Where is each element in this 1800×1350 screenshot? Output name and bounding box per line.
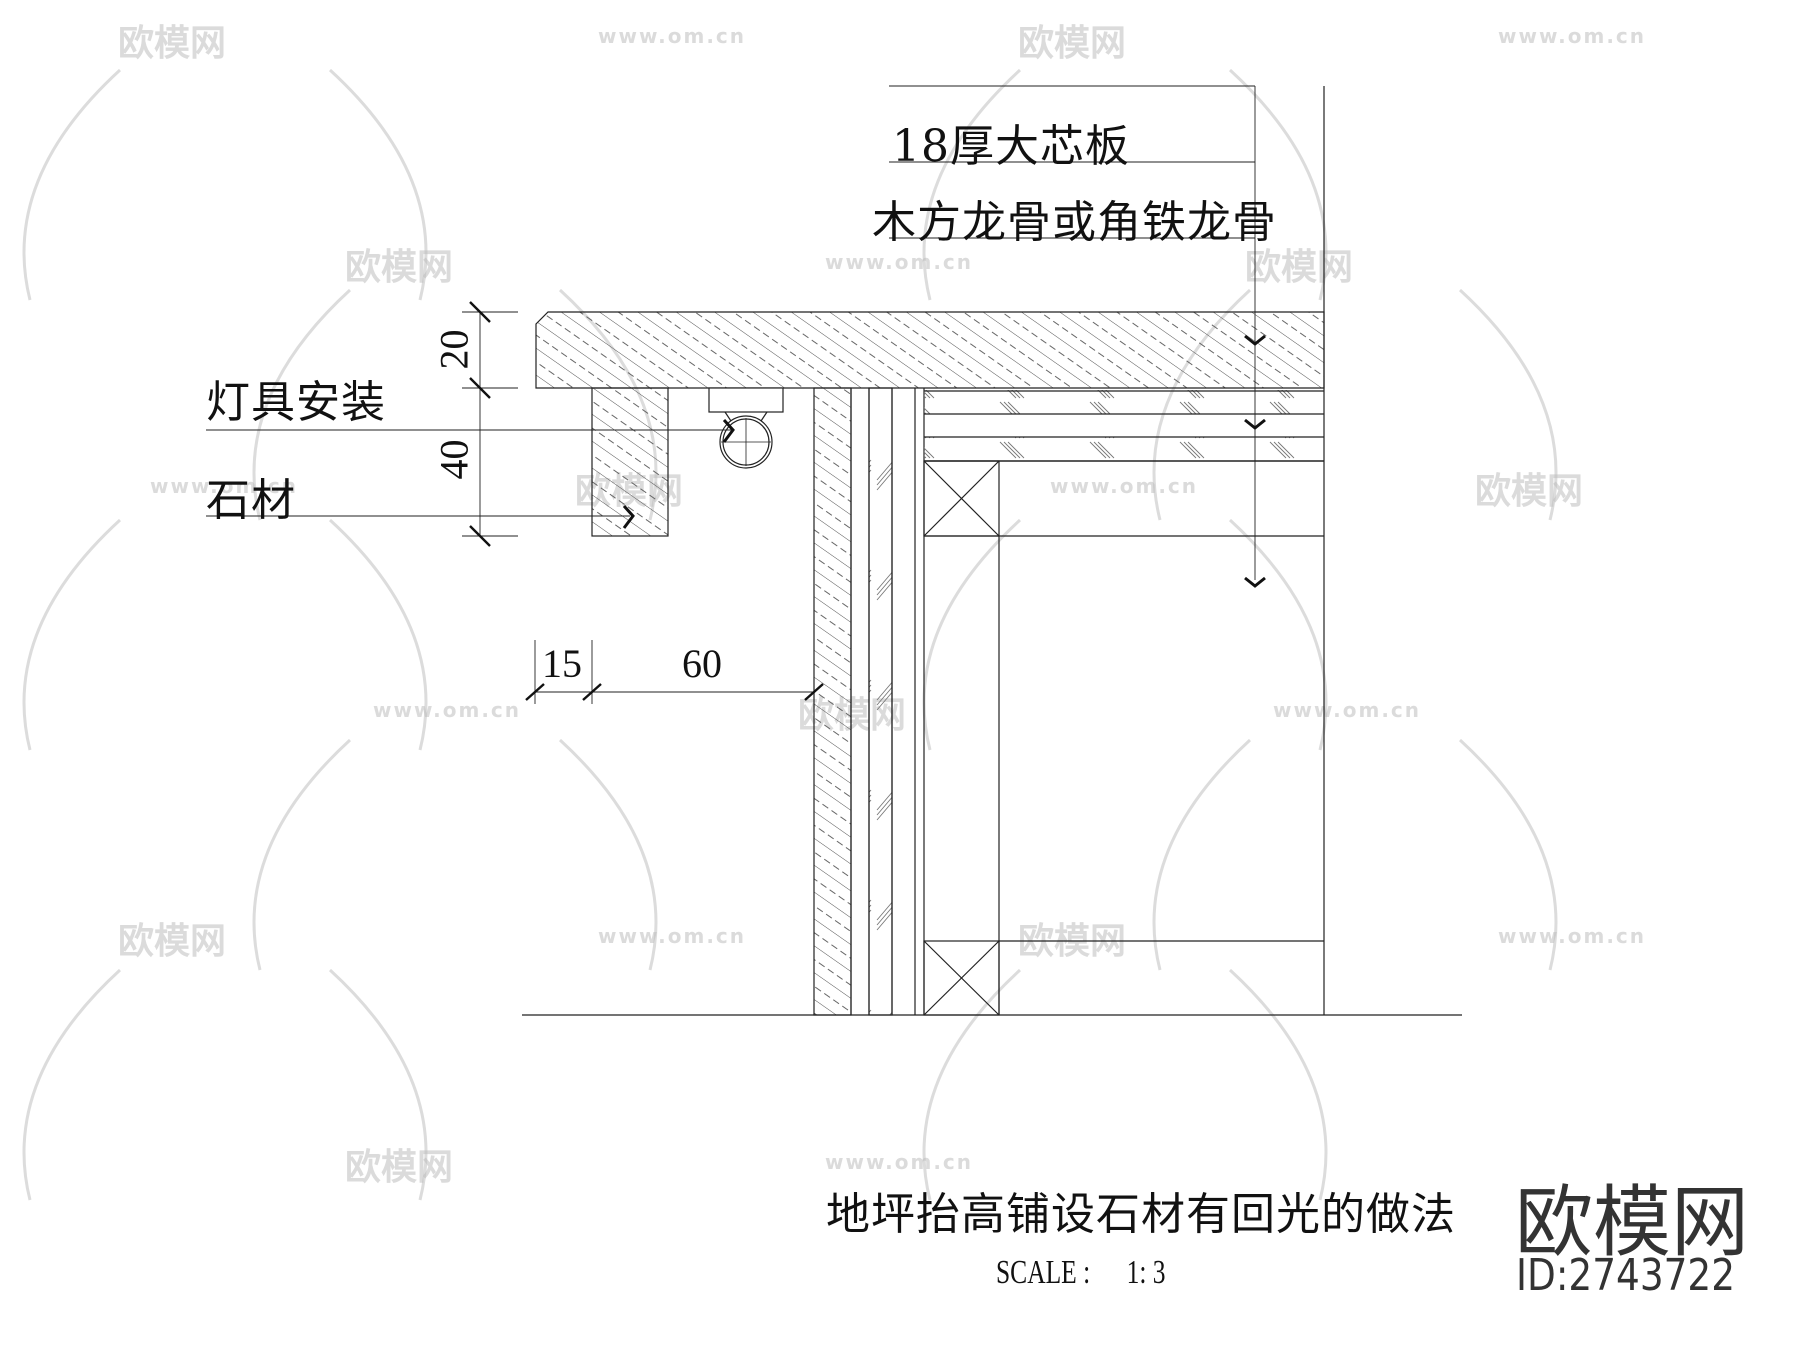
scale-label: SCALE : 1: 3 [996,1254,1166,1292]
plywood-layer-1 [924,390,1324,414]
light-fixture-base [708,387,784,413]
label-keel: 木方龙骨或角铁龙骨 [872,197,1277,248]
label-plywood: 18厚大芯板 [892,121,1130,172]
plywood-vertical [868,387,893,1016]
scale-text: SCALE : [996,1254,1091,1291]
dim-setback: 60 [682,641,722,686]
drawing-title: 地坪抬高铺设石材有回光的做法 [826,1189,1456,1240]
stone-vertical-strip [813,387,852,1016]
keel-box-upper [923,460,1000,537]
label-light-install: 灯具安装 [206,377,386,428]
label-stone: 石材 [206,475,296,526]
brand-logo: 欧模网 [1515,1178,1750,1268]
brand-id: ID:2743722 [1516,1250,1735,1301]
dim-slab-thickness: 20 [431,329,477,370]
stone-slab-top [535,311,1325,389]
scale-value: 1: 3 [1126,1254,1166,1291]
plywood-layer-2 [924,437,1324,461]
dim-offset: 15 [542,641,582,686]
dim-stone-height: 40 [431,439,477,480]
arrow-icons [622,334,1266,588]
